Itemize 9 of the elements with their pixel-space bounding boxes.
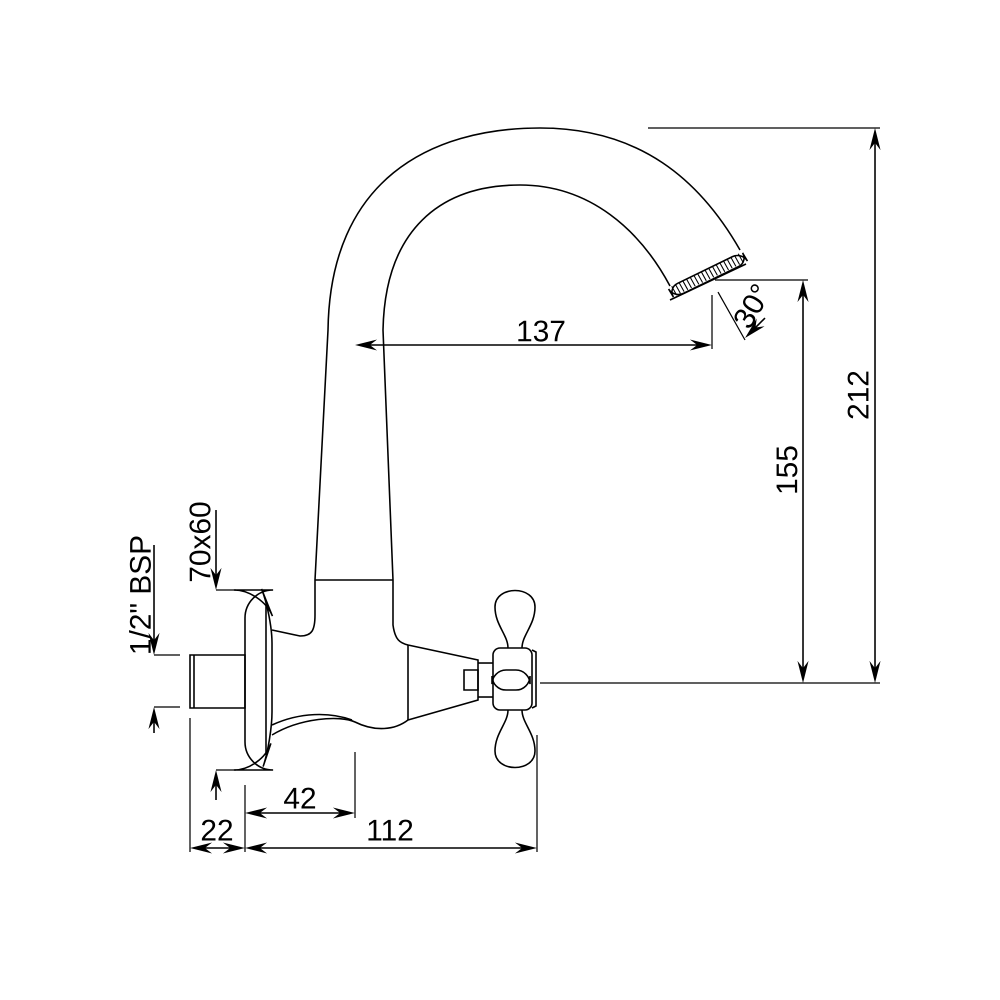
dimension-label: 137 — [518, 320, 564, 342]
dimension-label: 1/2" BSP — [129, 536, 151, 653]
dimension-label: 112 — [368, 820, 412, 840]
dimension-label: 155 — [776, 446, 798, 493]
dimension-label: 70x60 — [189, 502, 211, 582]
dimension-label: 30° — [734, 284, 764, 328]
dimension-label: 22 — [202, 820, 232, 840]
dimension-label: 212 — [848, 372, 868, 418]
dimension-label: 42 — [284, 788, 316, 808]
